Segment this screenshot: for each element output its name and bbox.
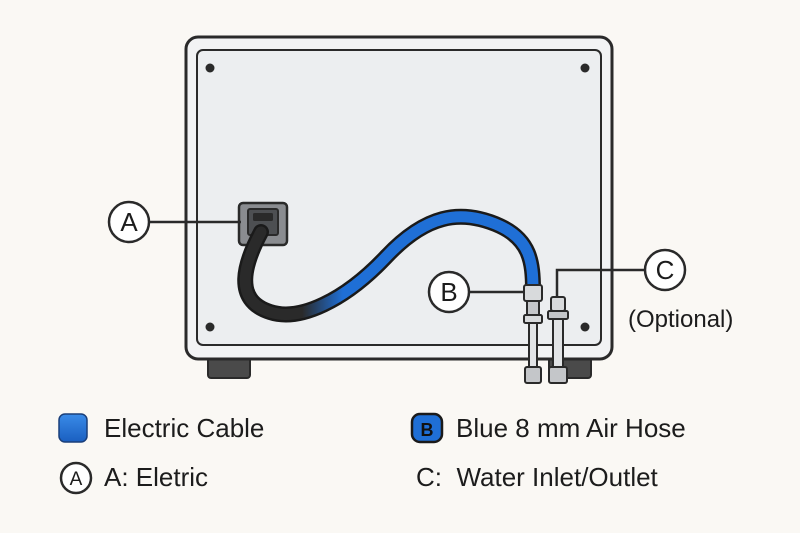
legend-a-electric: A: Eletric (104, 462, 209, 492)
electric-cable (239, 211, 539, 320)
legend-c-water: C: Water Inlet/Outlet (416, 462, 658, 492)
screw-icon (580, 322, 590, 332)
callout-c-leader (555, 268, 646, 297)
callout-b-circle (427, 270, 471, 314)
screw-icon (205, 63, 215, 73)
callout-a-circle (107, 200, 151, 244)
screw-icon (205, 322, 215, 332)
callout-c-letter: C (656, 255, 675, 285)
machine-back-panel (196, 49, 602, 346)
legend-a-letter: A (70, 469, 83, 490)
callout-c-optional-note: (Optional) (628, 306, 733, 333)
legend-electric-cable: Electric Cable (104, 413, 265, 443)
callout-b-letter: B (440, 277, 457, 307)
legend-a-circle (59, 461, 93, 495)
air-hose-badge-letter: B (421, 420, 434, 440)
screw-icon (580, 63, 590, 73)
callout-a-letter: A (120, 207, 138, 237)
air-hose-badge (410, 412, 444, 444)
callout-c-circle (643, 248, 687, 292)
air-hose-fitting (523, 284, 543, 384)
electric-cable-swatch (58, 413, 88, 443)
legend-air-hose: Blue 8 mm Air Hose (456, 413, 686, 443)
